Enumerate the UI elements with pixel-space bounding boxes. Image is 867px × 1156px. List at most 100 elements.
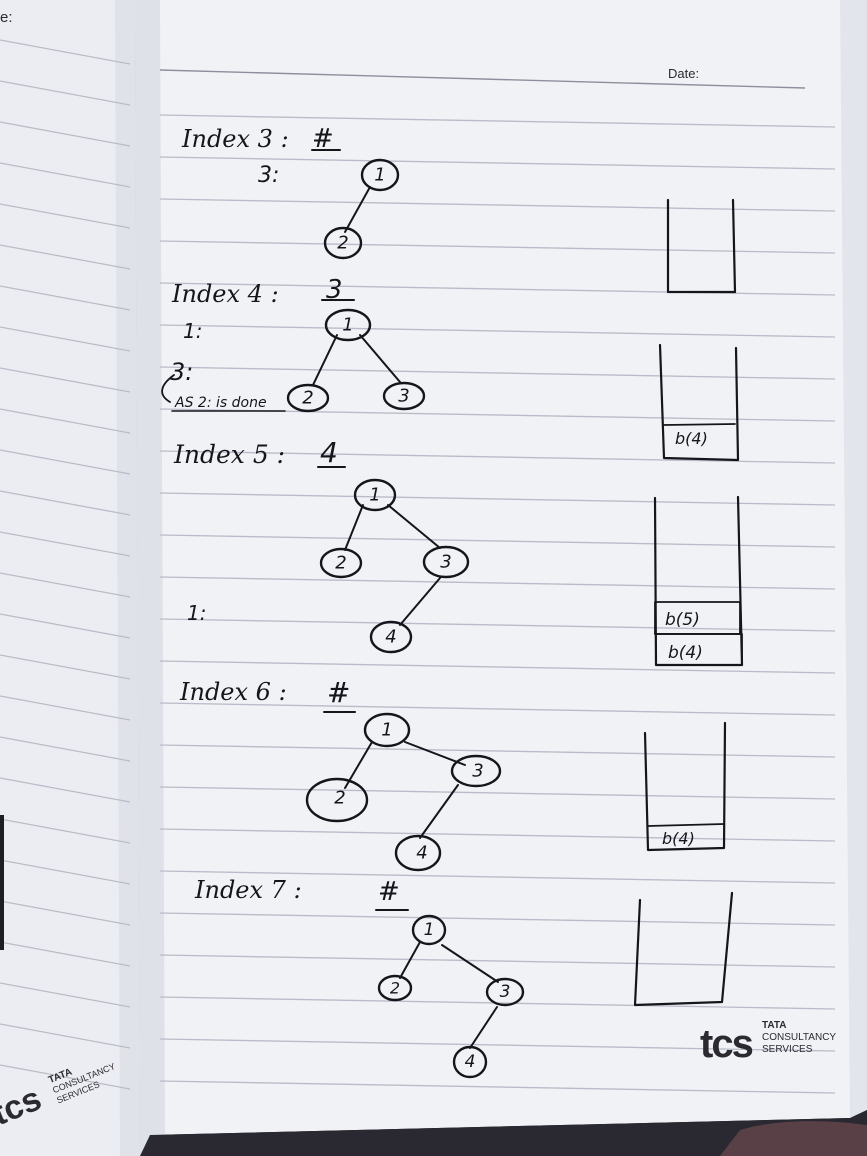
svg-text:1: 1	[424, 920, 435, 940]
index3-stack	[666, 198, 737, 294]
svg-text:1: 1	[369, 485, 380, 506]
index6-tree: 1 2 3 4	[305, 712, 502, 872]
ruled-line	[0, 1023, 131, 1049]
ruled-line	[0, 39, 131, 65]
brand-logo: tcs TATA CONSULTANCY SERVICES	[700, 1020, 836, 1066]
tree-node: 3	[450, 754, 502, 788]
ruled-line	[0, 203, 131, 229]
index4-heading: Index 4 :	[171, 280, 279, 308]
ruled-line	[0, 244, 131, 270]
ruled-line	[0, 900, 131, 926]
ruled-line	[0, 326, 131, 352]
ruled-line	[159, 492, 836, 506]
index4-note-1: 1:	[183, 319, 202, 343]
ruled-line	[159, 744, 836, 758]
ruled-line	[0, 777, 131, 803]
tree-node: 2	[286, 383, 330, 413]
svg-text:1: 1	[374, 165, 385, 186]
index4-note-3: AS 2: is done	[174, 395, 267, 411]
svg-text:3: 3	[472, 761, 483, 782]
logo-mark: tcs	[700, 1022, 753, 1066]
ruled-line	[0, 818, 131, 844]
ruled-line	[159, 912, 836, 926]
index7-tree: 1 2 3 4	[377, 914, 525, 1079]
left-page-fragment: e:	[0, 9, 13, 26]
ruled-line	[159, 1038, 836, 1052]
tree-node: 1	[363, 712, 411, 748]
ruled-line	[0, 941, 131, 967]
svg-text:1: 1	[342, 315, 353, 336]
ruled-line	[159, 114, 836, 128]
section-index4: Index 4 : 3 1: 3: AS 2: is done 1 2 3 b(…	[161, 275, 740, 462]
left-page: e: tcs TATA CONSULTANCY SERVICES	[0, 0, 150, 1156]
tree-node: 3	[382, 381, 426, 411]
section-index5: Index 5 : 4 1: 1 2 3 4 b(5) b(4)	[173, 436, 744, 667]
ruled-line	[0, 695, 131, 721]
ruled-line	[159, 366, 836, 380]
tree-node: 2	[377, 974, 413, 1002]
section-index3: Index 3 : # 3: 1 2	[181, 124, 737, 294]
date-label: Date:	[668, 66, 699, 81]
stack-frame: b(4)	[675, 429, 708, 448]
index5-heading: Index 5 :	[173, 440, 285, 469]
tree-node: 2	[319, 547, 363, 579]
ruled-line	[159, 198, 836, 212]
logo-line1: TATA	[762, 1020, 786, 1031]
ruled-line	[159, 954, 836, 968]
section-index7: Index 7 : # 1 2 3 4	[194, 876, 734, 1079]
ruled-line	[0, 121, 131, 147]
index6-heading: Index 6 :	[179, 678, 287, 706]
stack-frame: b(5)	[665, 610, 700, 630]
tree-node: 1	[353, 478, 397, 512]
ruled-line	[0, 654, 131, 680]
ruled-line	[0, 285, 131, 311]
index3-tree: 1 2	[323, 158, 400, 260]
ruled-line	[0, 408, 131, 434]
svg-text:4: 4	[416, 843, 427, 864]
svg-text:2: 2	[334, 788, 345, 809]
ruled-line	[0, 531, 131, 557]
tree-node: 4	[394, 834, 442, 872]
ruled-line	[159, 660, 836, 674]
index5-note: 1:	[187, 601, 206, 625]
index4-note-2: 3:	[170, 358, 193, 386]
ruled-line	[159, 870, 836, 884]
ruled-line	[0, 449, 131, 475]
stack-frame: b(4)	[668, 643, 703, 663]
ruled-line	[0, 859, 131, 885]
svg-text:4: 4	[465, 1052, 476, 1072]
ruled-line	[0, 736, 131, 762]
tree-node: 4	[452, 1045, 488, 1079]
ruled-line	[159, 1080, 836, 1094]
ruled-line	[159, 324, 836, 338]
ruled-line	[0, 490, 131, 516]
index5-stack: b(5) b(4)	[653, 495, 744, 667]
index3-heading: Index 3 :	[181, 125, 289, 153]
index4-tree: 1 2 3	[286, 308, 426, 413]
svg-text:1: 1	[381, 720, 392, 741]
ruled-line	[0, 80, 131, 106]
svg-text:3: 3	[398, 386, 409, 407]
tree-node: 1	[411, 914, 447, 946]
svg-text:4: 4	[385, 627, 396, 648]
svg-text:2: 2	[302, 388, 313, 409]
ruled-line	[0, 162, 131, 188]
right-page: Date: tcs TATA CONSULTANCY SERVICES	[135, 0, 867, 1156]
tree-node: 2	[305, 777, 369, 823]
index3-note: 3:	[258, 163, 279, 188]
tree-node: 3	[422, 545, 470, 579]
index7-heading: Index 7 :	[194, 876, 302, 904]
ruled-line	[0, 1064, 131, 1090]
tree-node: 2	[323, 226, 363, 260]
index7-stack	[633, 891, 734, 1007]
ruled-line	[0, 613, 131, 639]
logo-line2: CONSULTANCY	[762, 1032, 836, 1043]
svg-text:2: 2	[390, 979, 400, 998]
bottom-shadow	[140, 1110, 867, 1156]
index5-tree: 1 2 3 4	[319, 478, 470, 654]
ruled-line	[0, 982, 131, 1008]
tree-node: 3	[485, 977, 525, 1007]
index7-value: #	[378, 877, 400, 907]
ruled-line	[0, 367, 131, 393]
